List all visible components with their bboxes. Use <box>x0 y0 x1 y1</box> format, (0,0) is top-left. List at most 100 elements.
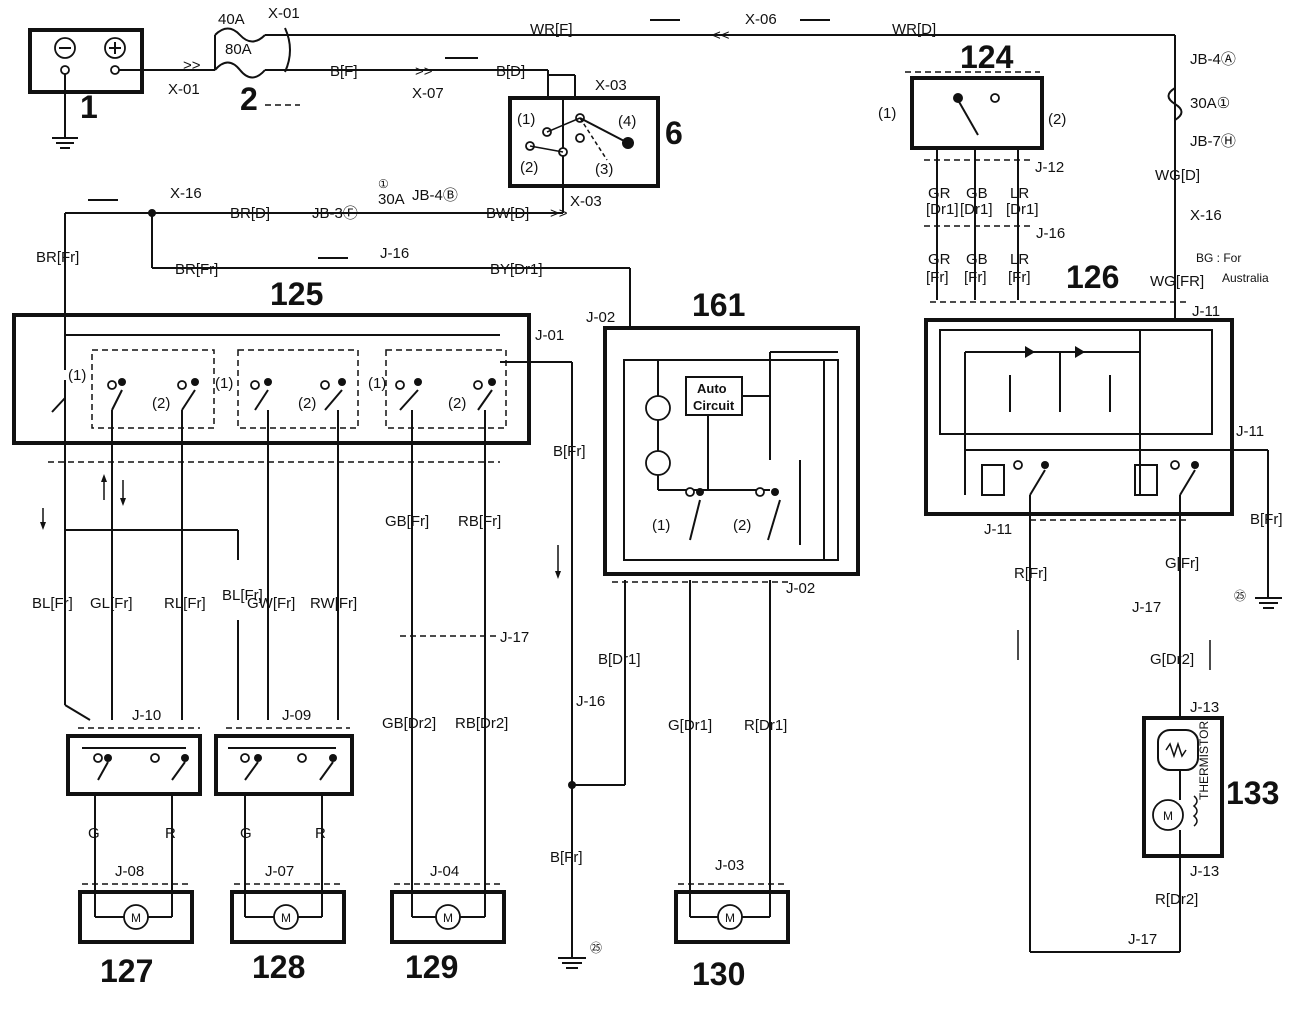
wire-label: BL[Fr] <box>222 587 263 604</box>
connector-label: J-16 <box>1036 225 1065 242</box>
power-window-relay <box>924 318 1234 516</box>
wire-label: R <box>315 825 326 842</box>
connector-label: J-10 <box>132 707 161 724</box>
connector-label: X-03 <box>595 77 627 94</box>
wire-label: [Fr] <box>1008 269 1031 286</box>
wire-label: GR <box>928 185 951 202</box>
wire-label: [Dr1] <box>1006 201 1039 218</box>
connector-label: J-02 <box>786 580 815 597</box>
connector-label: J-09 <box>282 707 311 724</box>
auto-circuit-label: Circuit <box>693 398 735 413</box>
component-label-ignition-switch: 6 <box>665 115 683 151</box>
master-window-switch <box>12 300 531 455</box>
auto-circuit-label: Auto <box>697 381 727 396</box>
connector-label: X-03 <box>570 193 602 210</box>
switch-pin-label: (1) <box>68 367 86 384</box>
switch-pin-label: (1) <box>878 105 896 122</box>
ground-point-label: ㉕ <box>590 941 602 955</box>
component-label-relay-126: 126 <box>1066 259 1119 295</box>
fuse-number: ① <box>378 177 389 191</box>
wire-label: BR[Fr] <box>175 261 218 278</box>
wire-label: GR <box>928 251 951 268</box>
wire-label: B[F] <box>330 63 358 80</box>
connector-label: J-01 <box>535 327 564 344</box>
wire-label: B[Dr1] <box>598 651 641 668</box>
switch-pin-label: (2) <box>152 395 170 412</box>
battery <box>28 28 215 149</box>
wire-label: G[Dr1] <box>668 717 712 734</box>
wire-label: [Dr1] <box>960 201 993 218</box>
wire-label: GB <box>966 251 988 268</box>
wire-label: LR <box>1010 185 1029 202</box>
ignition-switch <box>508 70 660 188</box>
window-switch-rl <box>66 734 202 880</box>
note-label: BG : For <box>1196 251 1241 265</box>
switch-pin-label: (2) <box>733 517 751 534</box>
connector-label: X-01 <box>168 81 200 98</box>
component-label-motor-128: 128 <box>252 949 305 985</box>
fuse-rating-30a: 30A① <box>1190 95 1230 112</box>
motor-129 <box>390 880 506 944</box>
connector-label: J-04 <box>430 863 459 880</box>
fuse-junction-label: JB-7Ⓗ <box>1190 133 1236 150</box>
connector-mark: >> <box>415 63 433 80</box>
component-label-motor-129: 129 <box>405 949 458 985</box>
wire-label: R <box>165 825 176 842</box>
wire-label: G[Dr2] <box>1150 651 1194 668</box>
component-label-main-fuse: 2 <box>240 81 258 117</box>
wire-label: G <box>240 825 252 842</box>
component-label-blower-133: 133 <box>1226 775 1279 811</box>
motor-127 <box>78 880 194 944</box>
switch-pin-label: (2) <box>448 395 466 412</box>
connector-mark: << <box>712 27 730 44</box>
wire-label: GL[Fr] <box>90 595 133 612</box>
switch-contacts <box>107 378 496 411</box>
motor-128 <box>230 880 346 944</box>
connector-label: J-16 <box>576 693 605 710</box>
wire-label: GB[Dr2] <box>382 715 436 732</box>
component-label-relay-124: 124 <box>960 39 1014 75</box>
connector-label: X-16 <box>170 185 202 202</box>
wire-label: WG[FR] <box>1150 273 1204 290</box>
auto-down-relay <box>603 326 860 576</box>
motor-130 <box>674 580 790 944</box>
connector-label: J-03 <box>715 857 744 874</box>
wire-label: B[Fr] <box>1250 511 1283 528</box>
wire-label: WR[D] <box>892 21 936 38</box>
current-flow-arrows <box>40 474 1211 670</box>
wire-label: GB <box>966 185 988 202</box>
main-fuse-block <box>214 27 300 79</box>
connector-label: J-17 <box>1128 931 1157 948</box>
wire-label: [Dr1] <box>926 201 959 218</box>
fuse-junction-label: JB-4Ⓐ <box>1190 51 1236 68</box>
wire-label: RL[Fr] <box>164 595 206 612</box>
connector-label: X-07 <box>412 85 444 102</box>
switch-pin-label: (3) <box>595 161 613 178</box>
switch-pin-label: (2) <box>298 395 316 412</box>
component-label-motor-127: 127 <box>100 953 153 989</box>
wire-label: BW[D] <box>486 205 529 222</box>
fuse-junction-label: JB-4Ⓑ <box>412 187 458 204</box>
switch-pin-label: (1) <box>652 517 670 534</box>
connector-label: J-11 <box>1192 303 1220 320</box>
wire-label: RW[Fr] <box>310 595 357 612</box>
connector-mark: >> <box>183 57 201 74</box>
connector-label: J-13 <box>1190 863 1219 880</box>
wire-label: BL[Fr] <box>32 595 73 612</box>
blower-motor-thermistor <box>1142 716 1224 858</box>
switch-pin-label: (1) <box>517 111 535 128</box>
connector-label: J-11 <box>1236 423 1264 440</box>
wire-label: G <box>88 825 100 842</box>
wire-label: B[D] <box>496 63 525 80</box>
connector-label: J-17 <box>500 629 529 646</box>
wire-label: B[Fr] <box>553 443 586 460</box>
wire-label: BR[D] <box>230 205 270 222</box>
switch-pin-label: (2) <box>520 159 538 176</box>
motor-symbol: M <box>281 911 291 925</box>
wire-label: [Fr] <box>964 269 987 286</box>
wire-label: R[Fr] <box>1014 565 1047 582</box>
connector-label: X-01 <box>268 5 300 22</box>
connector-label: J-16 <box>380 245 409 262</box>
